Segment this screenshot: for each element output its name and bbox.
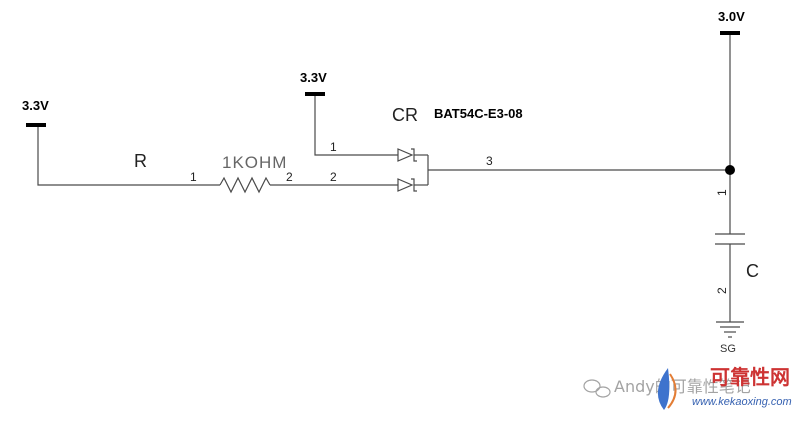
resistor-pin2-label: 2 — [286, 170, 293, 184]
resistor-value-label: 1KOHM — [222, 153, 287, 172]
power-right-3v0: 3.0V — [718, 9, 745, 35]
wire-left-supply-to-resistor — [37, 127, 220, 186]
capacitor-c: C 1 2 — [715, 189, 759, 294]
power-label: 3.0V — [718, 9, 745, 24]
power-label: 3.3V — [22, 98, 49, 113]
wire-middle-supply-to-diode1 — [314, 96, 398, 156]
power-middle-3v3: 3.3V — [300, 70, 327, 96]
power-left-3v3: 3.3V — [22, 98, 49, 127]
ground-symbol: SG — [716, 321, 744, 355]
resistor-ref-label: R — [134, 151, 147, 171]
junction-dot — [725, 165, 735, 175]
watermark-account: Andy的可靠性笔记 — [614, 377, 751, 396]
diode2-symbol — [397, 178, 414, 192]
diode-pin1-label: 1 — [330, 140, 337, 154]
diode-ref-label: CR — [392, 105, 418, 125]
diode-pin3-label: 3 — [486, 154, 493, 168]
watermark-brand: 可靠性网 — [710, 365, 790, 389]
ground-label: SG — [720, 343, 736, 355]
wechat-icon — [583, 379, 611, 398]
resistor-r: R 1KOHM 1 2 — [134, 151, 293, 194]
diode-cr: CR BAT54C-E3-08 1 2 3 — [330, 105, 523, 192]
watermark: Andy的可靠性笔记 可靠性网 www.kekaoxing.com — [583, 365, 792, 410]
diode1-symbol — [397, 148, 414, 162]
capacitor-pin2-label: 2 — [715, 287, 729, 294]
watermark-url: www.kekaoxing.com — [692, 396, 792, 408]
capacitor-ref-label: C — [746, 261, 759, 281]
resistor-pin1-label: 1 — [190, 170, 197, 184]
diode-part-label: BAT54C-E3-08 — [434, 106, 523, 121]
diode-pin2-label: 2 — [330, 170, 337, 184]
resistor-symbol — [219, 176, 271, 194]
capacitor-pin1-label: 1 — [715, 189, 729, 196]
power-label: 3.3V — [300, 70, 327, 85]
kekaoxing-logo-icon — [657, 368, 677, 410]
